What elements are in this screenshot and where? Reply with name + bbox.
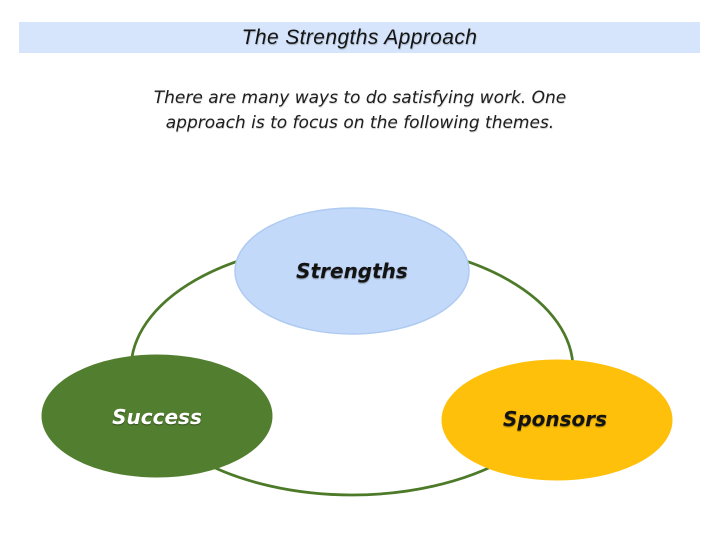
title-bar: The Strengths Approach (19, 22, 700, 53)
subtitle-line-1: There are many ways to do satisfying wor… (153, 88, 567, 108)
subtitle-line-2: approach is to focus on the following th… (165, 113, 555, 133)
node-sponsors[interactable]: Sponsors (441, 359, 673, 481)
strengths-label: Strengths (296, 259, 408, 283)
sponsors-label: Sponsors (503, 407, 607, 431)
sponsors-ellipse[interactable] (441, 359, 673, 481)
strengths-ellipse[interactable] (234, 207, 470, 335)
node-strengths[interactable]: Strengths (234, 207, 470, 335)
success-ellipse[interactable] (41, 354, 273, 478)
subtitle: There are many ways to do satisfying wor… (0, 86, 720, 136)
node-success[interactable]: Success (41, 354, 273, 478)
success-label: Success (112, 405, 202, 429)
page-title: The Strengths Approach (241, 25, 478, 49)
